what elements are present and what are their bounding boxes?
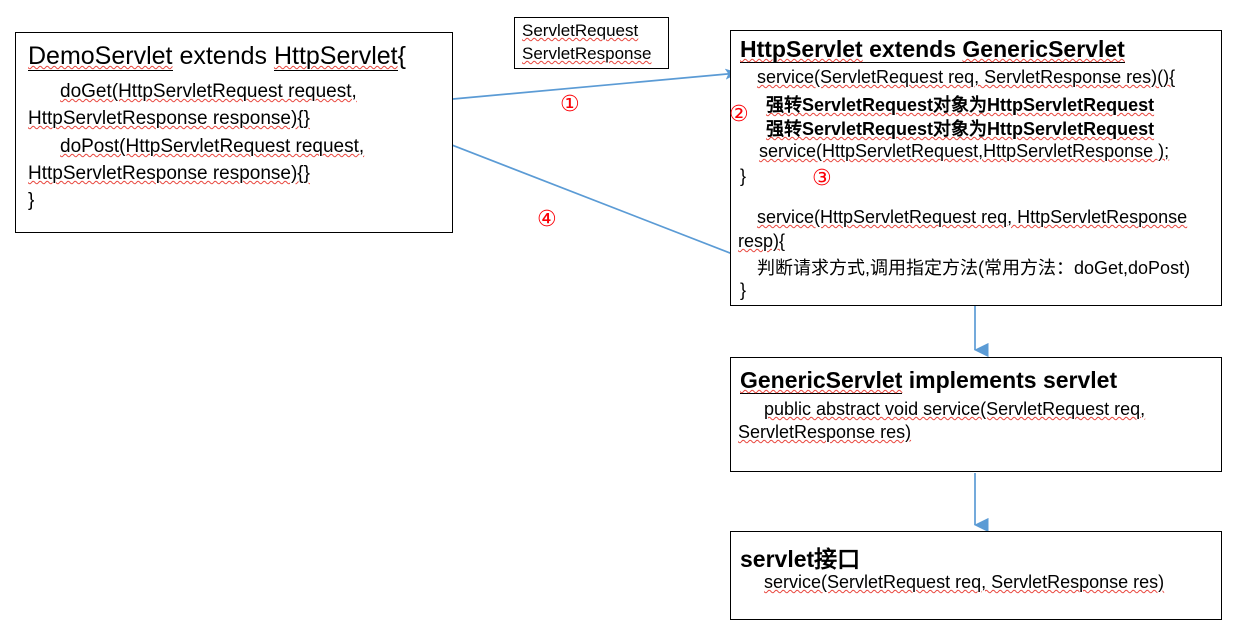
marker-4: ④: [537, 207, 557, 232]
servlet-request-label: ServletRequest: [522, 21, 639, 40]
marker-2: ②: [729, 102, 749, 127]
servlet-interface-heading-name: servlet: [740, 546, 815, 572]
http-servlet-heading-class: HttpServlet: [740, 36, 863, 63]
generic-servlet-heading-class: GenericServlet: [740, 367, 903, 394]
http-servlet-line-3: 强转ServletRequest对象为HttpServletRequest: [766, 119, 1155, 139]
demo-servlet-line-2: HttpServletResponse response){}: [28, 108, 310, 129]
demo-servlet-line-1: doGet(HttpServletRequest request,: [60, 81, 357, 102]
demo-servlet-heading: DemoServlet extends HttpServlet{: [28, 42, 406, 71]
servlet-response-label: ServletResponse: [522, 44, 652, 63]
demo-servlet-heading-brace: {: [397, 42, 406, 70]
generic-servlet-line-2: ServletResponse res): [738, 422, 912, 442]
http-servlet-line-4: service(HttpServletRequest,HttpServletRe…: [759, 141, 1170, 161]
demo-servlet-line-5: }: [28, 190, 35, 211]
marker-1: ①: [560, 92, 580, 117]
generic-servlet-heading: GenericServlet implements servlet: [740, 367, 1117, 394]
http-servlet-line-2: 强转ServletRequest对象为HttpServletRequest: [766, 95, 1155, 115]
servlet-interface-heading-suffix: 接口: [814, 546, 861, 572]
generic-servlet-line-1: public abstract void service(ServletRequ…: [764, 399, 1146, 419]
box-demo-servlet[interactable]: DemoServlet extends HttpServlet{ doGet(H…: [15, 32, 453, 233]
generic-servlet-heading-keyword: implements servlet: [902, 367, 1118, 393]
demo-servlet-line-4: HttpServletResponse response){}: [28, 163, 310, 184]
http-servlet-heading: HttpServlet extends GenericServlet: [740, 36, 1125, 63]
http-servlet-line-8: 判断请求方式,调用指定方法(常用方法：doGet,doPost): [757, 254, 1190, 280]
http-servlet-line-5: }: [740, 166, 747, 186]
marker-3: ③: [812, 166, 832, 191]
servlet-interface-heading: servlet接口: [740, 540, 860, 574]
http-servlet-heading-keyword: extends: [862, 36, 963, 63]
http-servlet-line-1: service(ServletRequest req, ServletRespo…: [757, 67, 1176, 87]
http-servlet-dispatch-note: 判断请求方式,调用指定方法(常用方法：doGet,doPost): [757, 258, 1191, 278]
demo-servlet-line-3: doPost(HttpServletRequest request,: [60, 136, 365, 157]
connector-demo-to-httpservlet-call: [452, 68, 739, 100]
http-servlet-line-7: resp){: [738, 231, 786, 251]
http-servlet-heading-parent: GenericServlet: [962, 36, 1125, 63]
box-http-servlet[interactable]: HttpServlet extends GenericServlet servi…: [730, 30, 1222, 306]
http-servlet-line-6: service(HttpServletRequest req, HttpServ…: [757, 207, 1188, 227]
demo-servlet-heading-class: DemoServlet: [28, 42, 173, 71]
box-generic-servlet[interactable]: GenericServlet implements servlet public…: [730, 357, 1222, 472]
servlet-interface-line-1: service(ServletRequest req, ServletRespo…: [764, 572, 1165, 592]
box-servlet-request-response[interactable]: ServletRequest ServletResponse: [514, 17, 669, 69]
box-servlet-interface[interactable]: servlet接口 service(ServletRequest req, Se…: [730, 531, 1222, 620]
demo-servlet-heading-keyword: extends: [172, 42, 274, 70]
demo-servlet-heading-parent: HttpServlet: [273, 42, 398, 71]
http-servlet-line-9: }: [740, 280, 747, 300]
